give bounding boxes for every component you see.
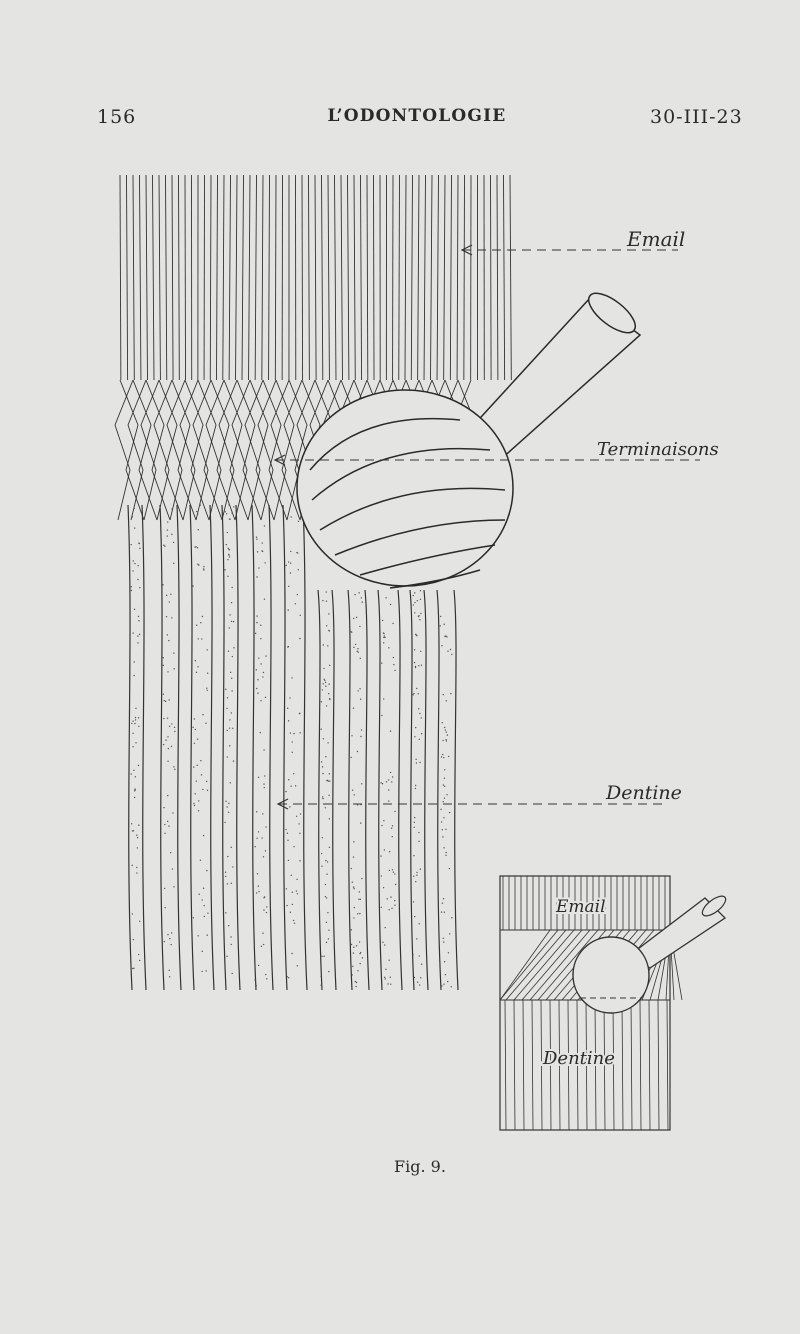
label-dentine: Dentine (605, 782, 682, 804)
inset-label-email: Email (555, 897, 606, 917)
dentine-stipple (130, 504, 453, 988)
page-number: 156 (97, 106, 137, 128)
figure-caption: Fig. 9. (394, 1157, 446, 1176)
inset-label-dentine: Dentine (542, 1048, 615, 1069)
issue-date: 30-III-23 (650, 106, 743, 128)
bur-instrument (296, 292, 642, 589)
label-email: Email (626, 227, 685, 251)
label-leader-lines (275, 249, 700, 805)
enamel-prisms (119, 174, 512, 381)
running-title: L’ODONTOLOGIE (327, 106, 507, 126)
label-terminaisons: Terminaisons (597, 439, 719, 460)
inset-diagram: Email Dentine (499, 875, 727, 1131)
dentine-tubules (127, 504, 459, 991)
leader-arrowheads (273, 244, 473, 810)
